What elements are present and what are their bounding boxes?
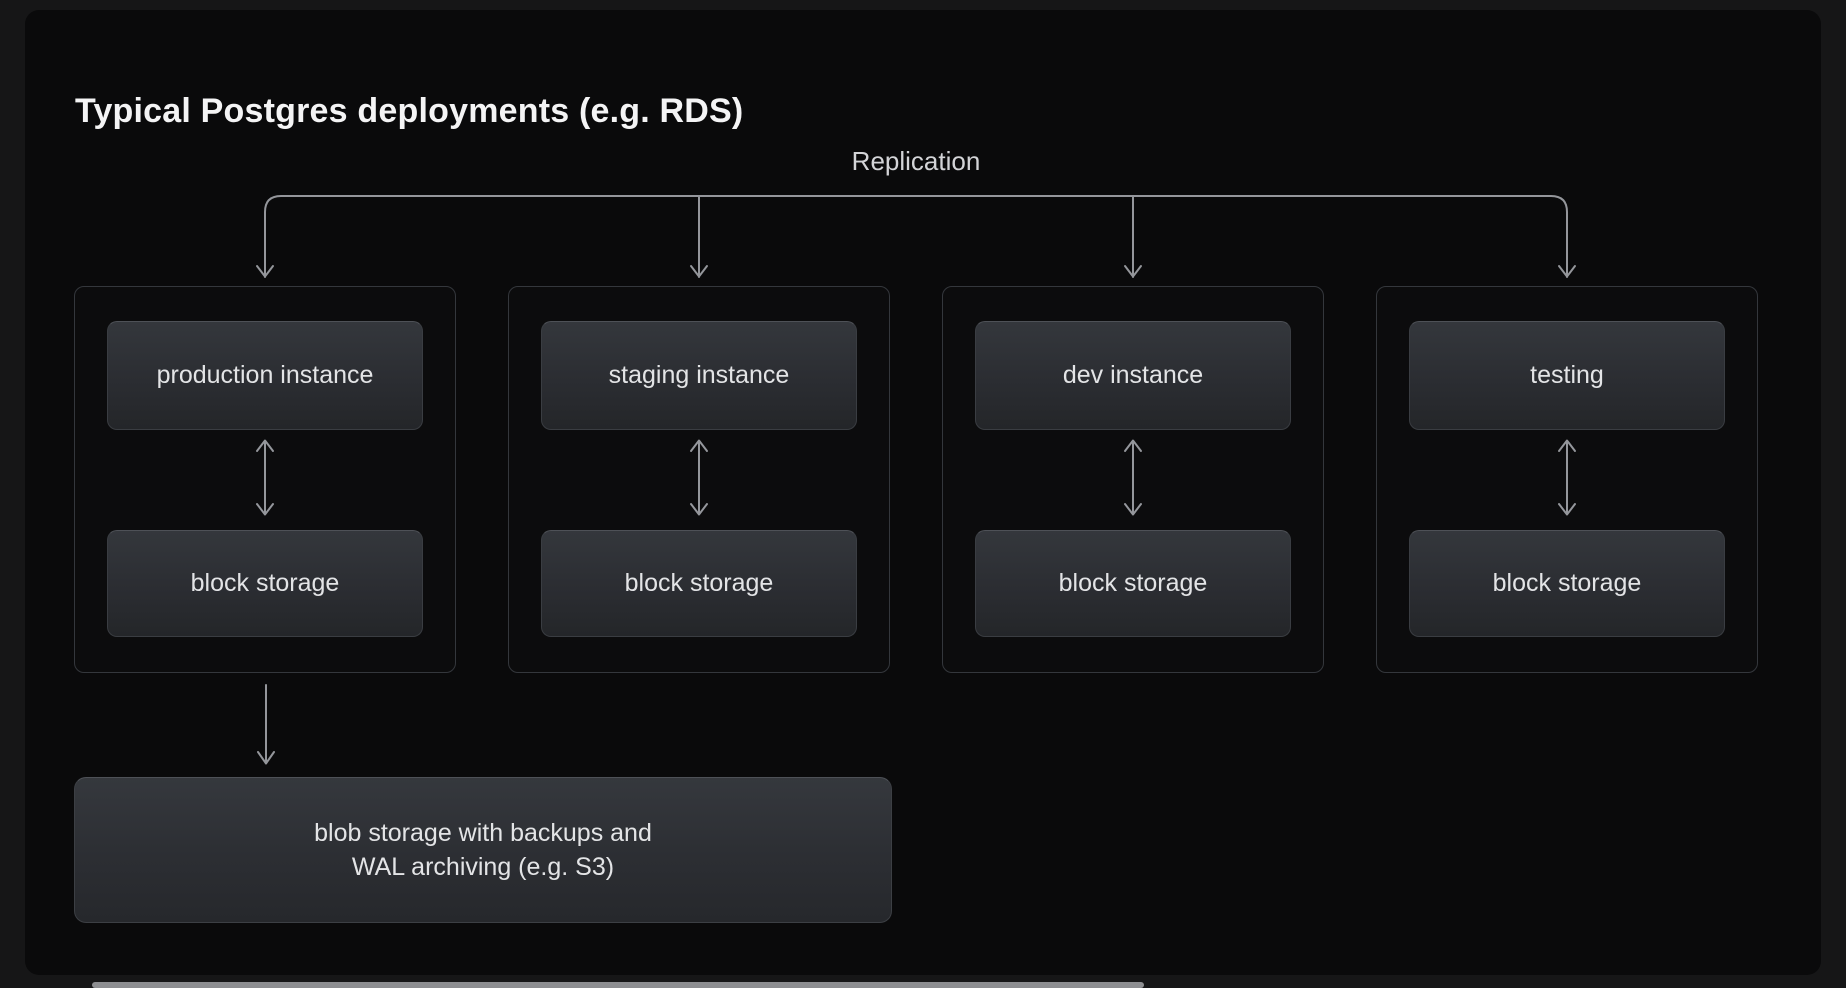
node-block-storage: block storage <box>107 530 423 637</box>
replication-label: Replication <box>851 146 981 176</box>
node-staging-instance: staging instance <box>541 321 857 430</box>
node-block-storage: block storage <box>541 530 857 637</box>
node-block-storage: block storage <box>1409 530 1725 637</box>
node-blob-storage: blob storage with backups and WAL archiv… <box>74 777 892 923</box>
node-dev-instance: dev instance <box>975 321 1291 430</box>
blob-storage-label-line1: blob storage with backups and <box>314 819 652 847</box>
node-production-instance: production instance <box>107 321 423 430</box>
deployment-group-production <box>74 286 456 673</box>
deployment-group-testing <box>1376 286 1758 673</box>
blob-storage-label-line2: WAL archiving (e.g. S3) <box>351 853 615 881</box>
diagram-title: Typical Postgres deployments (e.g. RDS) <box>75 92 744 130</box>
node-block-storage: block storage <box>975 530 1291 637</box>
deployment-group-staging <box>508 286 890 673</box>
node-testing-instance: testing <box>1409 321 1725 430</box>
bottom-light-strip <box>92 982 1144 988</box>
deployment-group-dev <box>942 286 1324 673</box>
